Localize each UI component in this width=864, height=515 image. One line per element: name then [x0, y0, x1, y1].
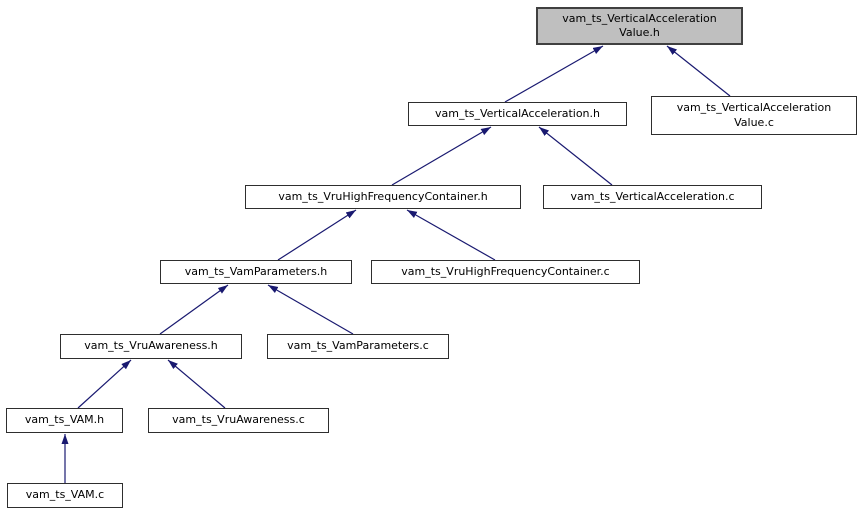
edge-vam_ts_VruAwareness_c-to-vam_ts_VruAwareness_h [167, 359, 226, 409]
graph-node-label: vam_ts_VruAwareness.c [172, 413, 305, 427]
edge-vam_ts_VamParameters_c-to-vam_ts_VamParameters_h [267, 284, 354, 335]
graph-node-vam_ts_VruAwareness_c[interactable]: vam_ts_VruAwareness.c [148, 408, 329, 433]
graph-node-label: vam_ts_VerticalAcceleration [676, 101, 832, 115]
graph-node-vam_ts_VamParameters_h[interactable]: vam_ts_VamParameters.h [160, 260, 352, 284]
graph-node-label: vam_ts_VAM.h [24, 413, 105, 427]
graph-node-label: vam_ts_VruHighFrequencyContainer.c [401, 264, 610, 278]
graph-node-vam_ts_VAM_h[interactable]: vam_ts_VAM.h [6, 408, 123, 433]
graph-node-label: vam_ts_VAM.c [25, 488, 105, 502]
graph-node-label: vam_ts_VerticalAcceleration.c [570, 189, 735, 203]
graph-node-label: Value.c [734, 115, 774, 129]
graph-node-label: vam_ts_VerticalAcceleration.h [434, 106, 600, 120]
graph-node-label: vam_ts_VamParameters.h [184, 264, 328, 278]
graph-node-label: vam_ts_VerticalAcceleration [562, 11, 717, 25]
edge-vam_ts_VruHighFrequencyContainer_h-to-vam_ts_VerticalAcceleration_h [391, 126, 492, 186]
graph-node-vam_ts_VerticalAcceleration_c[interactable]: vam_ts_VerticalAcceleration.c [543, 185, 762, 209]
graph-node-vam_ts_VruAwareness_h[interactable]: vam_ts_VruAwareness.h [60, 334, 242, 359]
edge-vam_ts_VruHighFrequencyContainer_c-to-vam_ts_VruHighFrequencyContainer_h [406, 209, 496, 261]
graph-node-label: Value.h [619, 26, 660, 39]
graph-node-label: vam_ts_VamParameters.c [287, 339, 429, 353]
edge-vam_ts_VamParameters_h-to-vam_ts_VruHighFrequencyContainer_h [277, 209, 357, 261]
edge-vam_ts_VerticalAcceleration_c-to-vam_ts_VerticalAcceleration_h [538, 126, 613, 186]
graph-node-vam_ts_VAM_c[interactable]: vam_ts_VAM.c [7, 483, 123, 508]
graph-node-vam_ts_VamParameters_c[interactable]: vam_ts_VamParameters.c [267, 334, 449, 359]
graph-node-vam_ts_VerticalAcceleration_h[interactable]: vam_ts_VerticalAcceleration.h [408, 102, 627, 126]
graph-node-vam_ts_VruHighFrequencyContainer_c[interactable]: vam_ts_VruHighFrequencyContainer.c [371, 260, 640, 284]
edge-vam_ts_VruAwareness_h-to-vam_ts_VamParameters_h [159, 284, 229, 335]
edge-vam_ts_VerticalAccelerationValue_c-to-vam_ts_VerticalAccelerationValue_h [666, 45, 731, 97]
edge-vam_ts_VerticalAcceleration_h-to-vam_ts_VerticalAccelerationValue_h [504, 45, 604, 103]
graph-node-label: vam_ts_VruHighFrequencyContainer.h [278, 189, 488, 203]
graph-node-label: vam_ts_VruAwareness.h [84, 339, 218, 353]
graph-node-vam_ts_VruHighFrequencyContainer_h[interactable]: vam_ts_VruHighFrequencyContainer.h [245, 185, 521, 209]
edge-vam_ts_VAM_h-to-vam_ts_VruAwareness_h [77, 359, 132, 409]
